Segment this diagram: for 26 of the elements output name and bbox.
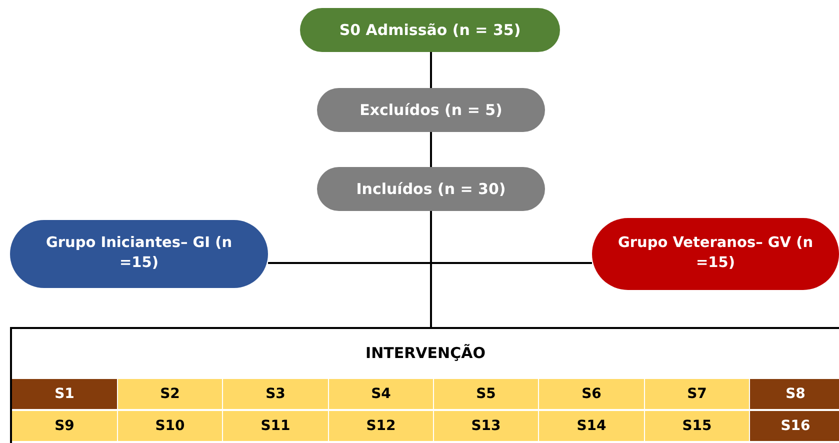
session-cell: S14: [539, 411, 644, 441]
session-cell: S1: [12, 379, 117, 409]
session-cell: S5: [434, 379, 538, 409]
session-cell: S4: [329, 379, 433, 409]
group-box: Excluídos (n = 5): [317, 88, 545, 132]
session-cell: S7: [645, 379, 749, 409]
group-box: Grupo Iniciantes– GI (n =15): [10, 220, 268, 288]
session-cell: S6: [539, 379, 644, 409]
panel-title: INTERVENÇÃO: [364, 343, 486, 364]
intervention-panel: [10, 327, 839, 443]
connector-line: [430, 52, 432, 88]
group-box: Grupo Veteranos– GV (n =15): [592, 218, 839, 290]
connector-line: [430, 211, 432, 327]
group-box: S0 Admissão (n = 35): [300, 8, 560, 52]
session-cell: S16: [750, 411, 839, 441]
session-cell: S11: [223, 411, 328, 441]
session-cell: S10: [118, 411, 222, 441]
session-cell: S13: [434, 411, 538, 441]
connector-line: [430, 132, 432, 167]
session-cell: S12: [329, 411, 433, 441]
session-cell: S3: [223, 379, 328, 409]
group-box: Incluídos (n = 30): [317, 167, 545, 211]
session-cell: S2: [118, 379, 222, 409]
session-cell: S8: [750, 379, 839, 409]
session-cell: S15: [645, 411, 749, 441]
session-cell: S9: [12, 411, 117, 441]
